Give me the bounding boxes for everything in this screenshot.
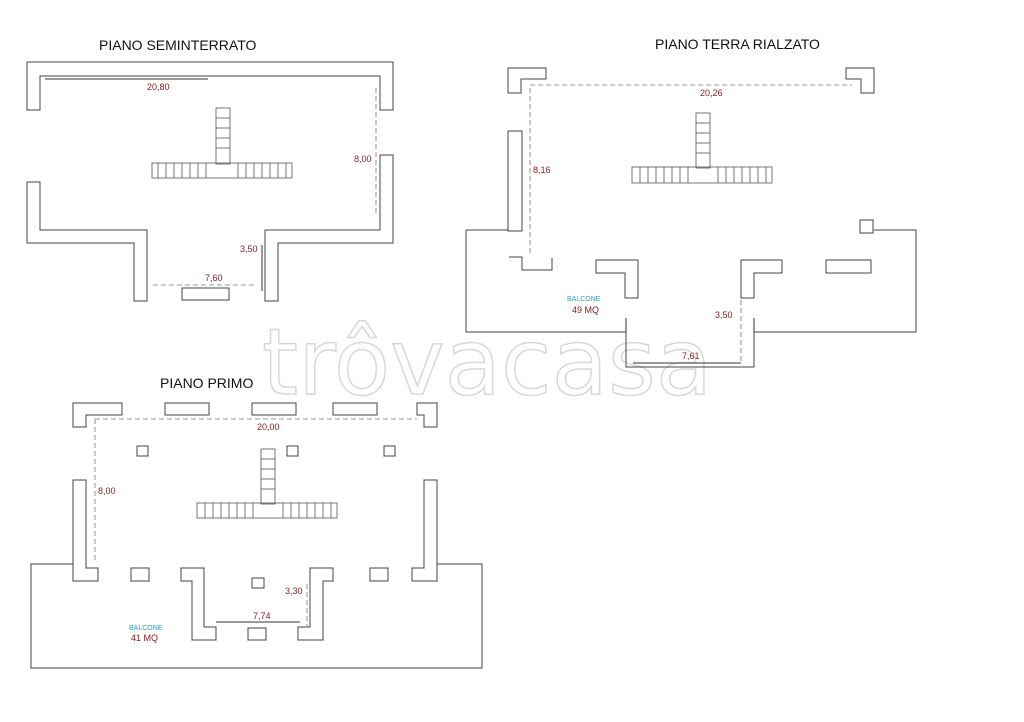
wall <box>164 402 210 416</box>
wall <box>251 402 297 416</box>
wall <box>26 181 148 302</box>
wall <box>180 567 217 641</box>
wall <box>26 61 394 111</box>
wall <box>297 567 334 641</box>
staircase <box>151 107 293 179</box>
plan-primo: PIANO PRIMO 20,00 8,00 3,30 7,74 BALCONE <box>30 375 483 669</box>
wall <box>507 130 523 232</box>
pillar <box>136 445 149 457</box>
title-seminterrato: PIANO SEMINTERRATO <box>99 37 257 53</box>
staircase <box>196 448 338 519</box>
wall <box>332 402 378 416</box>
pillar <box>286 445 299 457</box>
wall <box>845 67 875 94</box>
dim-depth: 8,00 <box>98 486 116 496</box>
wall <box>740 259 783 299</box>
dim-recess-width: 7,60 <box>205 273 223 283</box>
balcone-area: 41 MQ <box>131 633 158 643</box>
wall <box>416 402 438 428</box>
wall <box>72 479 99 582</box>
dim-depth: 8,00 <box>354 154 372 164</box>
balcone-outline <box>30 563 483 669</box>
dim-width: 20,26 <box>700 88 723 98</box>
wall <box>509 256 553 271</box>
plan-terra-rialzato: PIANO TERRA RIALZATO 20,26 8,16 3,50 7,6… <box>465 36 917 368</box>
dim-recess: 3,50 <box>715 310 733 320</box>
pillar <box>369 567 389 582</box>
wall <box>264 154 394 302</box>
balcone-area: 49 MQ <box>572 305 599 315</box>
dim-recess-width: 7,74 <box>253 611 271 621</box>
dim-width: 20,00 <box>257 422 280 432</box>
bench <box>181 287 230 301</box>
title-primo: PIANO PRIMO <box>160 375 253 391</box>
dim-depth: 8,16 <box>533 165 551 175</box>
balcone-outline <box>465 229 917 368</box>
wall <box>825 259 872 274</box>
pillar <box>130 567 150 582</box>
dim-recess: 3,50 <box>240 244 258 254</box>
plan-seminterrato: PIANO SEMINTERRATO 20,80 8,00 3,50 7,60 <box>26 37 394 302</box>
balcone-label: BALCONE <box>129 625 163 632</box>
dim-recess: 3,30 <box>285 586 303 596</box>
pillar <box>251 577 265 589</box>
pillar <box>859 219 874 234</box>
staircase <box>631 112 773 184</box>
wall <box>595 259 639 299</box>
wall <box>507 67 547 94</box>
title-terra: PIANO TERRA RIALZATO <box>655 36 820 52</box>
wall <box>411 479 438 582</box>
pillar <box>383 445 396 457</box>
dim-recess-width: 7,61 <box>682 351 700 361</box>
balcone-label: BALCONE <box>567 296 601 303</box>
dim-width: 20,80 <box>147 82 170 92</box>
bench <box>247 627 267 641</box>
wall <box>72 402 123 428</box>
